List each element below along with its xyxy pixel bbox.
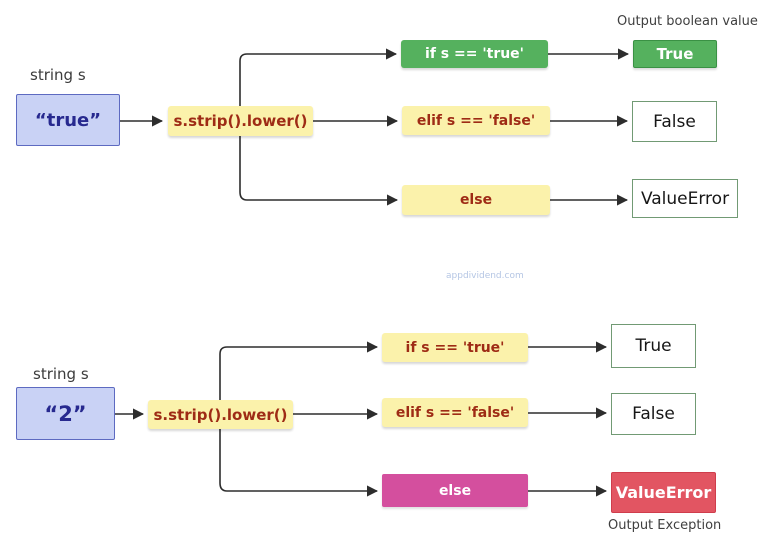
input-value-box-bottom: “2” — [16, 387, 115, 440]
watermark: appdividend.com — [446, 271, 524, 281]
result-box-false-bottom: False — [611, 393, 696, 435]
condition-box-elif-bottom: elif s == 'false' — [382, 398, 528, 427]
result-box-true-top: True — [633, 40, 717, 68]
condition-box-else-bottom: else — [382, 474, 528, 507]
result-box-valueerror-bottom: ValueError — [611, 472, 716, 513]
input-value-box-top: “true” — [16, 94, 120, 146]
condition-box-elif-top: elif s == 'false' — [402, 106, 550, 135]
output-caption-top: Output boolean value — [617, 14, 758, 29]
result-box-valueerror-top: ValueError — [632, 179, 738, 218]
condition-box-if-bottom: if s == 'true' — [382, 333, 528, 362]
input-label-bottom: string s — [33, 365, 89, 383]
condition-box-else-top: else — [402, 185, 550, 215]
output-caption-bottom: Output Exception — [608, 518, 722, 533]
input-label-top: string s — [30, 66, 86, 84]
process-box-top: s.strip().lower() — [168, 106, 313, 136]
process-box-bottom: s.strip().lower() — [148, 400, 293, 429]
result-box-false-top: False — [632, 101, 717, 142]
condition-box-if-top: if s == 'true' — [401, 40, 548, 68]
result-box-true-bottom: True — [611, 324, 696, 368]
